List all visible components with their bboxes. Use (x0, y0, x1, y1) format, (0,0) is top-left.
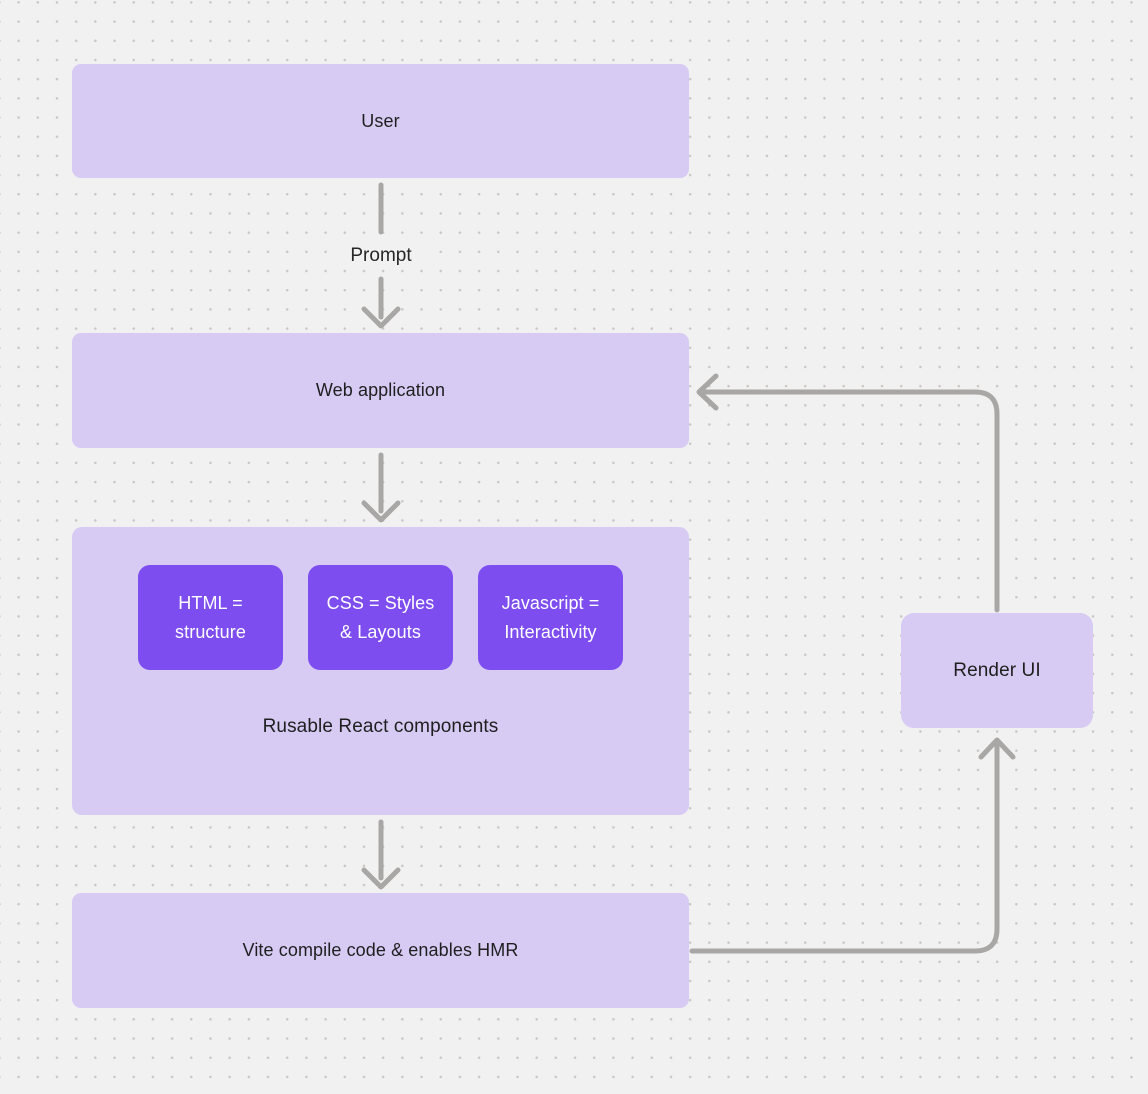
edge-label-prompt: Prompt (331, 243, 431, 269)
node-vite-label: Vite compile code & enables HMR (242, 940, 519, 960)
arrowhead-down-icon (361, 500, 401, 523)
elbow-line (701, 389, 1000, 613)
node-vite[interactable]: Vite compile code & enables HMR (72, 893, 689, 1008)
node-user-label: User (361, 110, 400, 131)
node-web-application[interactable]: Web application (72, 333, 689, 448)
chip-css[interactable]: CSS = Styles & Layouts (308, 565, 453, 670)
node-web-application-label: Web application (315, 380, 446, 400)
chip-javascript[interactable]: Javascript = Interactivity (478, 565, 623, 670)
node-render-ui-label: Render UI (953, 659, 1041, 681)
chip-javascript-label: Javascript = Interactivity (501, 592, 600, 642)
arrowhead-down-icon (361, 867, 401, 890)
arrow-renderui-to-webapp (696, 373, 1000, 613)
arrow-vite-to-renderui (689, 737, 1016, 954)
arrow-webapp-to-components (361, 452, 401, 523)
chip-html[interactable]: HTML = structure (138, 565, 283, 670)
elbow-line (689, 741, 1000, 954)
group-react-components[interactable]: HTML = structure CSS = Styles & Layouts … (72, 527, 689, 815)
chip-css-label: CSS = Styles & Layouts (326, 592, 435, 642)
arrow-components-to-vite (361, 819, 401, 890)
chip-html-label: HTML = structure (175, 592, 246, 642)
node-user[interactable]: User (72, 64, 689, 178)
arrowhead-left-icon (696, 373, 719, 411)
arrowhead-up-icon (978, 737, 1016, 760)
chip-row: HTML = structure CSS = Styles & Layouts … (138, 565, 623, 670)
arrowhead-down-icon (361, 306, 401, 329)
node-render-ui[interactable]: Render UI (901, 613, 1093, 728)
group-caption: Rusable React components (262, 716, 499, 737)
